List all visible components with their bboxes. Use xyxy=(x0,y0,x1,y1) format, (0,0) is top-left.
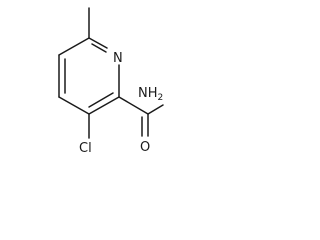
amide-nitrogen-text: NH xyxy=(138,86,158,101)
chlorine-label: Cl xyxy=(79,141,92,156)
amide-nitrogen-label: NH2 xyxy=(138,86,163,103)
ring-bond-c5-c6 xyxy=(58,37,90,56)
ring-bond-c3-c4 xyxy=(58,96,90,115)
carbonyl-carbon-bond xyxy=(118,96,149,115)
amide-nitrogen-subscript: 2 xyxy=(158,93,164,103)
amide-bond xyxy=(147,104,164,115)
ring-bond-c6-n1 xyxy=(88,37,108,49)
ring-nitrogen-label: N xyxy=(113,51,123,66)
ring-double-bond-c2-c3-inner xyxy=(88,92,114,108)
carbonyl-oxygen-label: O xyxy=(140,140,150,155)
molecule-structure: N NH2 O Cl xyxy=(58,7,164,156)
ring-double-bond-c6-n1-inner xyxy=(91,43,107,53)
ring-bond-c2-c3 xyxy=(88,96,120,115)
